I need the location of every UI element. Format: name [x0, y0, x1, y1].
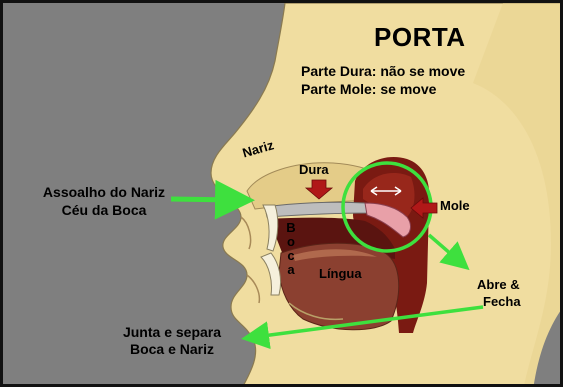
upper-teeth — [262, 204, 279, 252]
arrow-down-icon — [304, 179, 334, 200]
label-abre-line-1: Abre & — [477, 277, 520, 292]
tongue — [278, 242, 400, 331]
label-junta-line-1: Junta e separa — [122, 324, 222, 340]
label-assoalho-line-1: Assoalho do Nariz — [42, 184, 166, 200]
right-gray-edge — [533, 311, 560, 384]
jaw-hint — [288, 302, 344, 321]
label-boca-c: c — [287, 248, 295, 263]
label-abre-line-2: Fecha — [483, 294, 521, 309]
label-boca-b: B — [286, 220, 296, 235]
label-boca-a: a — [287, 262, 295, 277]
arrow-junta-icon — [241, 305, 484, 350]
label-mole: Mole — [440, 198, 470, 213]
label-junta-line-2: Boca e Nariz — [129, 341, 215, 357]
label-dura: Dura — [299, 162, 329, 177]
velum-gap-arrowheads — [370, 186, 402, 196]
label-lingua: Língua — [319, 266, 362, 281]
soft-palate — [364, 202, 411, 238]
label-assoalho-line-2: Céu da Boca — [61, 202, 147, 218]
arrow-right-icon — [170, 179, 255, 220]
arrow-abre-fecha-icon — [427, 233, 470, 271]
title: PORTA — [374, 22, 466, 52]
anatomy-illustration — [3, 3, 560, 384]
neck-shade — [473, 3, 560, 384]
lower-teeth — [260, 252, 282, 296]
subtitle-line-2: Parte Mole: se move — [301, 81, 437, 97]
label-boca-o: o — [287, 234, 295, 249]
arrow-left-icon — [410, 197, 438, 219]
tongue-top-highlight — [293, 249, 377, 261]
subtitle-line-1: Parte Dura: não se move — [301, 63, 466, 79]
